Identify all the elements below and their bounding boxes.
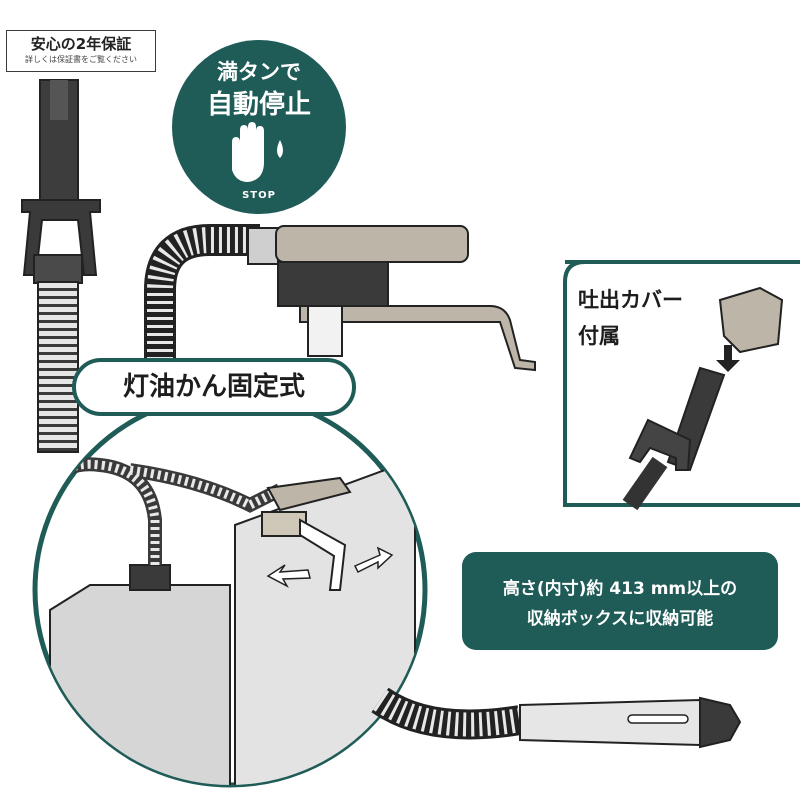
storage-info-box: 高さ(内寸)約 413 mm以上の 収納ボックスに収納可能: [462, 552, 778, 650]
drip-cover-panel: [563, 260, 800, 511]
kerosene-can-label: 灯油かん固定式: [72, 358, 356, 416]
auto-stop-line2: 自動停止: [206, 90, 311, 120]
hand-stop-icon: [232, 122, 283, 182]
drip-cover-label: 吐出カバー 付属: [578, 282, 683, 354]
drop-icon: [277, 140, 283, 158]
auto-stop-badge: 満タンで 自動停止 STOP: [172, 40, 346, 214]
kerosene-can-scene: [48, 457, 416, 785]
warranty-badge: 安心の2年保証 詳しくは保証書をご覧ください: [6, 30, 156, 72]
warranty-title: 安心の2年保証: [30, 35, 132, 53]
center-pump: [144, 224, 536, 372]
drip-cover-line1: 吐出カバー: [578, 288, 683, 312]
bottom-hose: [371, 687, 742, 749]
storage-line1: 高さ(内寸)約 413 mm以上の: [502, 579, 738, 599]
auto-stop-line1: 満タンで: [217, 60, 301, 84]
drip-cover-line2: 付属: [578, 324, 620, 348]
arrow-down-icon: [716, 345, 740, 372]
left-pump: [21, 79, 101, 453]
arrow-left-icon: [266, 564, 311, 588]
arrow-right-icon: [353, 546, 394, 574]
stop-label: STOP: [242, 190, 276, 201]
warranty-note: 詳しくは保証書をご覧ください: [25, 55, 137, 64]
storage-line2: 収納ボックスに収納可能: [526, 609, 714, 629]
